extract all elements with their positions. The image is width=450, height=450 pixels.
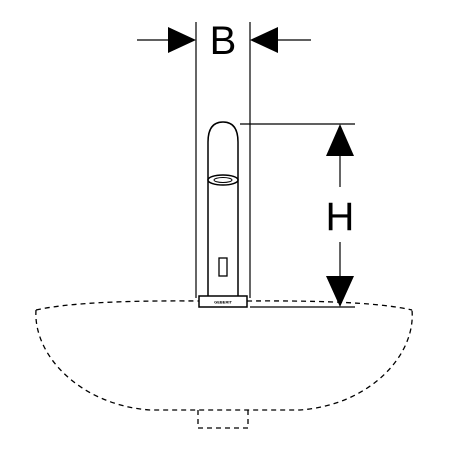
faucet-body <box>207 121 239 296</box>
faucet: GEBERIT <box>198 121 248 308</box>
faucet-aerator-inner <box>213 177 233 183</box>
washbasin-rim <box>35 300 413 311</box>
washbasin-outline <box>35 300 413 429</box>
faucet-sensor-window <box>218 257 228 277</box>
faucet-base-plate <box>198 295 248 308</box>
washbasin-bowl <box>35 309 413 411</box>
height-label: H <box>326 195 355 239</box>
width-label: B <box>210 19 237 63</box>
height-arrow-top-head <box>326 124 354 156</box>
brand-logo-text: GEBERIT <box>214 300 232 305</box>
height-arrow-bottom-head <box>326 276 354 307</box>
width-dimension: B <box>137 19 311 298</box>
width-arrow-left-head <box>168 27 196 53</box>
faucet-aerator <box>207 174 239 186</box>
washbasin-drain <box>197 410 249 429</box>
width-arrow-right-head <box>250 27 278 53</box>
height-dimension: H <box>240 123 355 308</box>
